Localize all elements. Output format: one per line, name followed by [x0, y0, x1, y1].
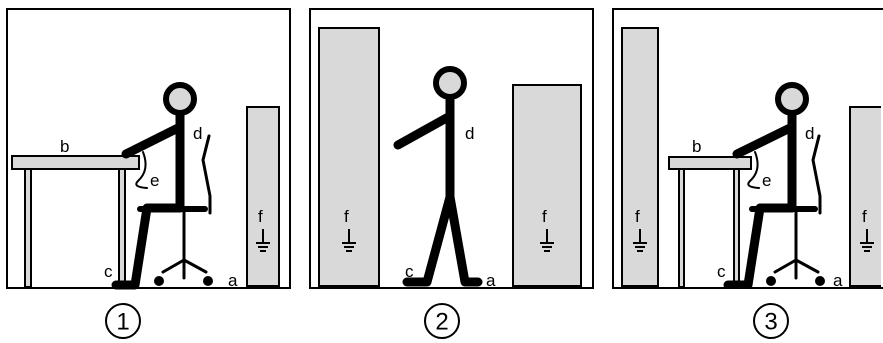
- panel-number: 2: [435, 309, 448, 336]
- panel-number: 1: [116, 309, 129, 336]
- panel-2: d f f c a 2: [309, 8, 594, 339]
- panel-number-circle: [105, 303, 141, 339]
- panel-number-circle: [753, 303, 789, 339]
- label-d: d: [193, 124, 202, 143]
- wrist-strap-cord: [747, 151, 760, 189]
- ground-icon: [342, 229, 356, 252]
- panel-1-frame: [6, 8, 291, 289]
- ground-icon: [633, 229, 647, 252]
- grounded-cabinet-right: [512, 84, 582, 287]
- label-c: c: [405, 262, 414, 281]
- table: [11, 155, 140, 288]
- label-f: f: [258, 207, 263, 226]
- label-e: e: [762, 171, 771, 190]
- panel-number-circle: [424, 303, 460, 339]
- ground-icon: [256, 229, 270, 252]
- label-a: a: [833, 271, 843, 290]
- label-f-left: f: [635, 207, 640, 226]
- head: [163, 82, 197, 116]
- head: [775, 82, 809, 116]
- grounded-cabinet: [246, 106, 280, 287]
- grounded-cabinet-right: [849, 106, 881, 287]
- panel-1: b d e f c a 1: [6, 8, 291, 339]
- label-d: d: [805, 124, 814, 143]
- walking-person: [393, 66, 483, 287]
- label-f-right: f: [542, 207, 547, 226]
- ground-icon: [860, 229, 874, 252]
- label-a: a: [486, 271, 496, 290]
- label-a: a: [228, 271, 238, 290]
- label-b: b: [692, 137, 701, 156]
- label-d: d: [465, 124, 474, 143]
- head: [433, 66, 467, 100]
- label-b: b: [60, 137, 69, 156]
- panel-number: 3: [764, 309, 777, 336]
- label-c: c: [717, 262, 726, 281]
- panel-3: b d e f f c a 3: [612, 8, 883, 339]
- label-c: c: [104, 262, 113, 281]
- label-e: e: [150, 171, 159, 190]
- label-f-right: f: [862, 207, 867, 226]
- seated-person: [723, 82, 809, 288]
- label-f-left: f: [344, 207, 349, 226]
- seated-person: [111, 82, 197, 290]
- ground-icon: [540, 229, 554, 252]
- wrist-strap-cord: [135, 151, 148, 189]
